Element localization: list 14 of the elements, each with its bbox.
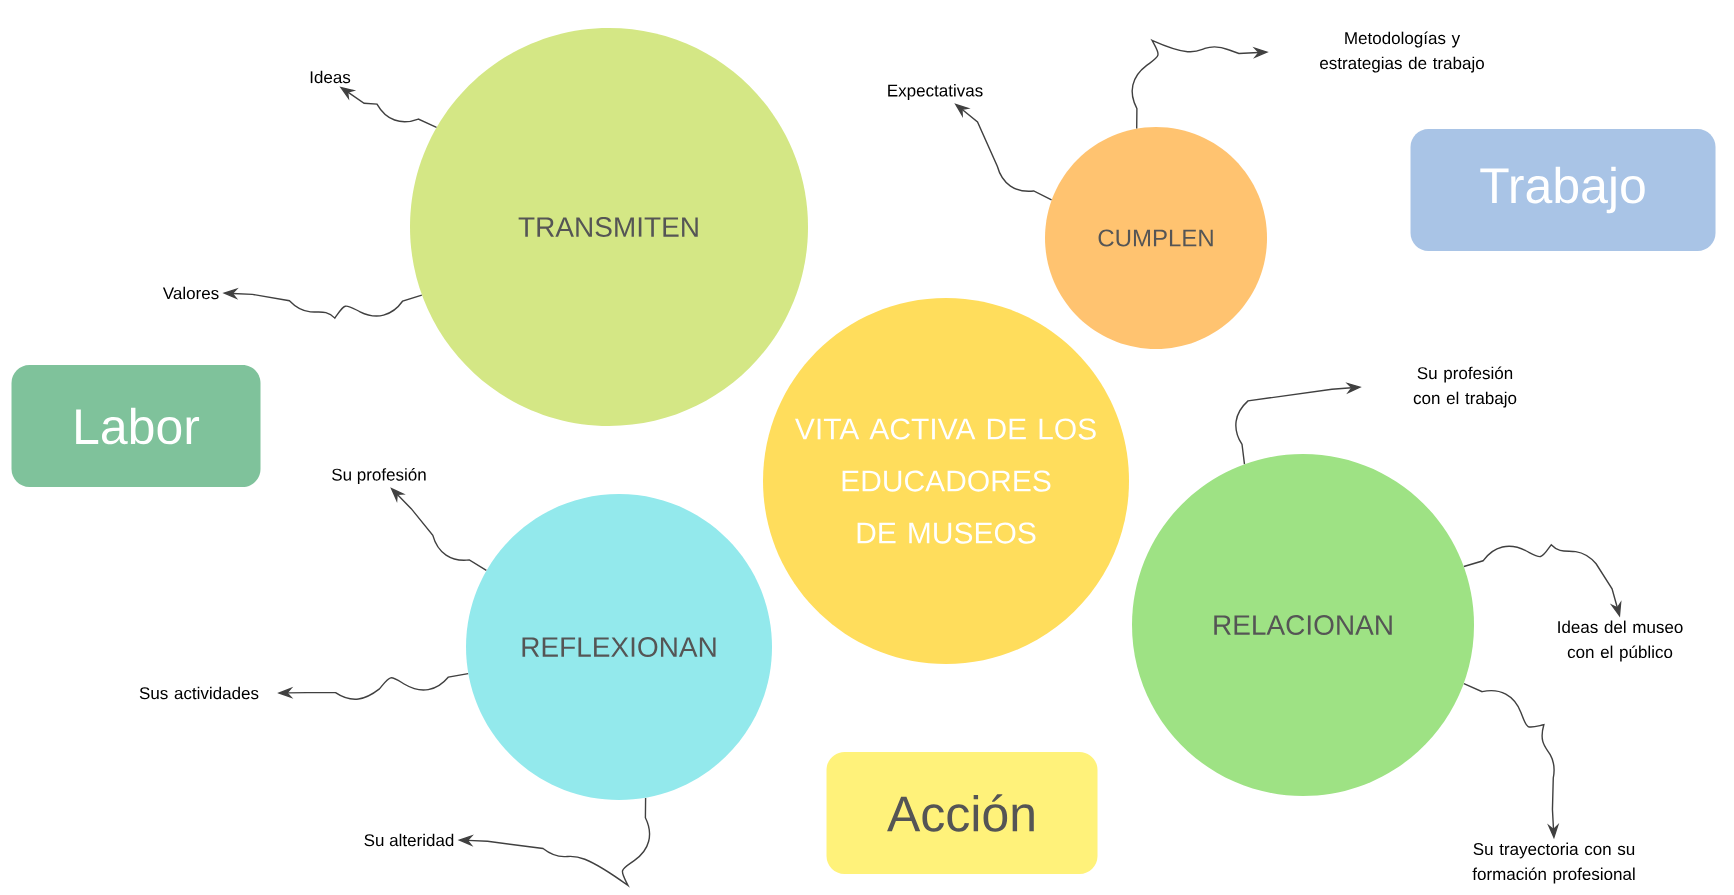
label-box: Acción — [826, 752, 1098, 874]
item-label: Expectativas — [888, 84, 983, 100]
item-label: Su profesión con el trabajo — [1413, 366, 1517, 408]
item-label: Metodologías y estrategias de trabajo — [1320, 31, 1484, 73]
item-label: Su trayectoria con su formación profesional — [1472, 842, 1635, 884]
label-box: Trabajo — [1410, 129, 1716, 251]
item-label: Valores — [162, 286, 219, 300]
item-label: Sus actividades — [139, 686, 259, 700]
item-label: Su alteridad — [364, 833, 454, 847]
label-box: Labor — [11, 365, 261, 487]
item-label: Ideas del museo con el público — [1558, 620, 1683, 662]
curly-arrow — [390, 487, 488, 572]
item-label: Ideas — [310, 70, 351, 84]
item-label: Su profesión — [332, 468, 426, 485]
